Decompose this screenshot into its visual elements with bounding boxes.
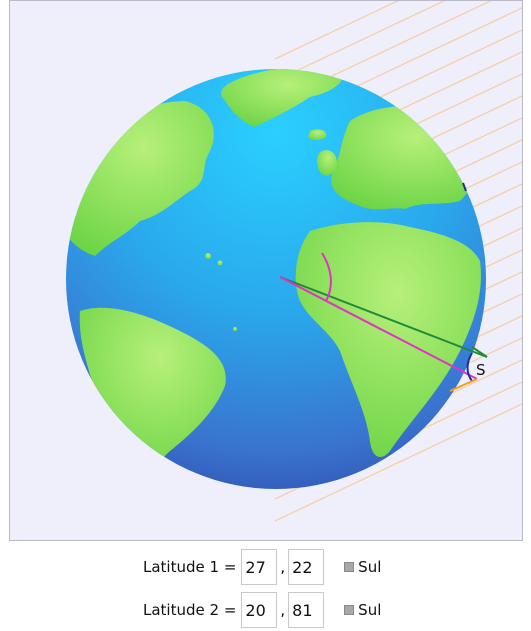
latitude-2-label: Latitude 2 = <box>143 601 237 619</box>
blue-angle-mark <box>466 352 473 382</box>
latitude-2-south-label: Sul <box>358 601 382 619</box>
green-tick <box>471 346 488 358</box>
latitude-1-row: Latitude 1 = 27 , 22 Sul <box>143 546 381 588</box>
latitude-1-south-label: Sul <box>358 558 382 576</box>
latitude-1-minutes-input[interactable]: 22 <box>288 549 325 585</box>
blue-arc <box>462 182 467 192</box>
marker-label-s: S <box>476 361 486 379</box>
latitude-1-south-checkbox[interactable] <box>344 562 355 572</box>
latitude-2-separator: , <box>280 601 286 619</box>
latitude-2-degrees-input[interactable]: 20 <box>241 592 278 628</box>
latitude-1-separator: , <box>280 558 286 576</box>
green-line <box>279 276 488 358</box>
latitude-1-label: Latitude 1 = <box>143 558 237 576</box>
globe-diagram: S <box>66 1 522 522</box>
orange-ray <box>449 378 478 392</box>
latitude-2-minutes-input[interactable]: 81 <box>288 592 325 628</box>
latitude-2-south-checkbox[interactable] <box>344 605 355 615</box>
latitude-1-degrees-input[interactable]: 27 <box>241 549 278 585</box>
latitude-2-row: Latitude 2 = 20 , 81 Sul <box>143 589 381 631</box>
latitude-controls: Latitude 1 = 27 , 22 Sul Latitude 2 = 20… <box>0 541 531 628</box>
magenta-line <box>279 276 478 380</box>
globe-canvas[interactable]: S <box>9 0 523 541</box>
magenta-arc <box>321 252 332 302</box>
